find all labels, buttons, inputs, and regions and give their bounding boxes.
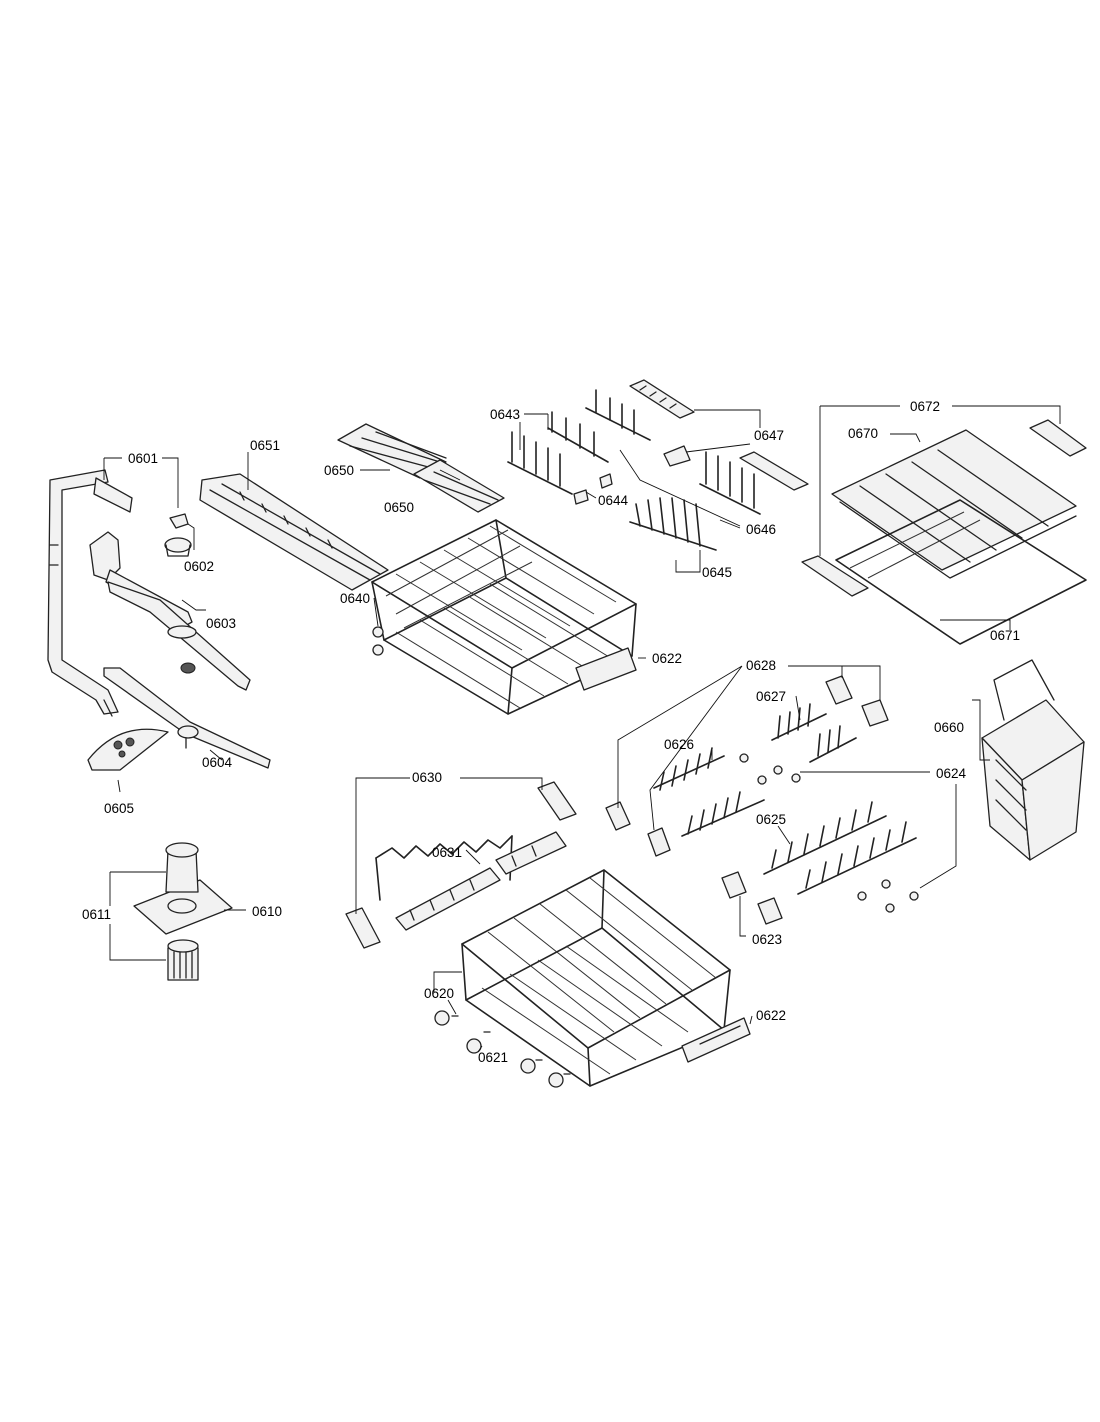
callout-0631: 0631 — [432, 845, 462, 860]
callout-0625: 0625 — [756, 812, 786, 827]
part-0631-rack-insert — [395, 831, 567, 931]
callout-0605: 0605 — [104, 801, 134, 816]
callout-0601: 0601 — [128, 451, 158, 466]
callout-0627: 0627 — [756, 689, 786, 704]
part-0650-rack-insert-b — [413, 459, 505, 513]
part-0605-micro-filter — [87, 728, 169, 771]
part-0610-filter-plate — [133, 842, 233, 935]
callout-0651: 0651 — [250, 438, 280, 453]
part-0624-pins-upper — [739, 753, 801, 785]
part-0643-tine-row — [507, 411, 609, 495]
callout-0611: 0611 — [82, 907, 111, 922]
callout-0623: 0623 — [752, 932, 782, 947]
callout-0620: 0620 — [424, 986, 454, 1001]
part-0628-holder — [605, 675, 889, 857]
callout-0602: 0602 — [184, 559, 214, 574]
callout-0624: 0624 — [936, 766, 967, 781]
callout-0672: 0672 — [910, 399, 940, 414]
part-0623-clip — [721, 871, 783, 925]
part-0671-drawer-frame — [835, 499, 1087, 645]
callout-0622-upper: 0622 — [652, 651, 682, 666]
callout-0650-lower: 0650 — [384, 500, 414, 515]
part-0603-upper-spray-arm — [89, 531, 251, 691]
callout-0650-upper: 0650 — [324, 463, 354, 478]
part-0645-tine-row — [629, 497, 717, 551]
part-0650-rack-insert-a — [337, 423, 447, 479]
part-0604-lower-spray-arm — [103, 667, 271, 769]
part-0611-fine-filter — [167, 939, 199, 981]
part-0622-handle-lower — [681, 1017, 751, 1063]
part-0640-upper-basket — [371, 519, 637, 715]
callout-0671: 0671 — [990, 628, 1020, 643]
part-0625-tine-row — [763, 801, 917, 895]
callout-0646: 0646 — [746, 522, 776, 537]
part-0626-tine-row — [653, 747, 765, 837]
callout-0644: 0644 — [598, 493, 629, 508]
part-0647-rail-a — [629, 379, 695, 419]
part-0660-cutlery-basket — [981, 659, 1085, 861]
part-0624-pins-lower — [857, 879, 919, 913]
callout-0645: 0645 — [702, 565, 732, 580]
part-0670-cutlery-drawer — [831, 429, 1077, 579]
callout-0622-lower: 0622 — [756, 1008, 786, 1023]
callout-0603: 0603 — [206, 616, 236, 631]
callout-labels: 0601 0602 0603 0604 0605 0610 0611 0620 … — [82, 399, 1020, 1065]
callout-0670: 0670 — [848, 426, 878, 441]
part-0621-wheels — [434, 1010, 571, 1088]
part-0647-rail-b — [663, 445, 809, 491]
part-0647-tines — [585, 389, 651, 441]
callout-0610: 0610 — [252, 904, 282, 919]
part-0601-supply-tube — [47, 469, 133, 717]
part-0672-rail-end-right — [1029, 419, 1087, 457]
callout-0660: 0660 — [934, 720, 964, 735]
callout-0640: 0640 — [340, 591, 370, 606]
part-0672-rail-end-left — [801, 555, 869, 597]
part-0627-tine-row — [771, 703, 857, 763]
part-0630-wire-rack — [345, 781, 577, 949]
part-0646-tine-row — [699, 451, 761, 515]
callout-0628: 0628 — [746, 658, 776, 673]
callout-0621: 0621 — [478, 1050, 508, 1065]
part-0622-handle-upper — [575, 647, 637, 691]
callout-0626: 0626 — [664, 737, 694, 752]
callout-0647: 0647 — [754, 428, 784, 443]
part-0602-connector — [164, 513, 192, 557]
part-0651-cutlery-tray — [199, 473, 389, 591]
callout-0630: 0630 — [412, 770, 442, 785]
callout-0604: 0604 — [202, 755, 233, 770]
leader-lines — [103, 405, 1061, 1053]
callout-0643: 0643 — [490, 407, 520, 422]
part-0644-clip — [573, 473, 613, 505]
